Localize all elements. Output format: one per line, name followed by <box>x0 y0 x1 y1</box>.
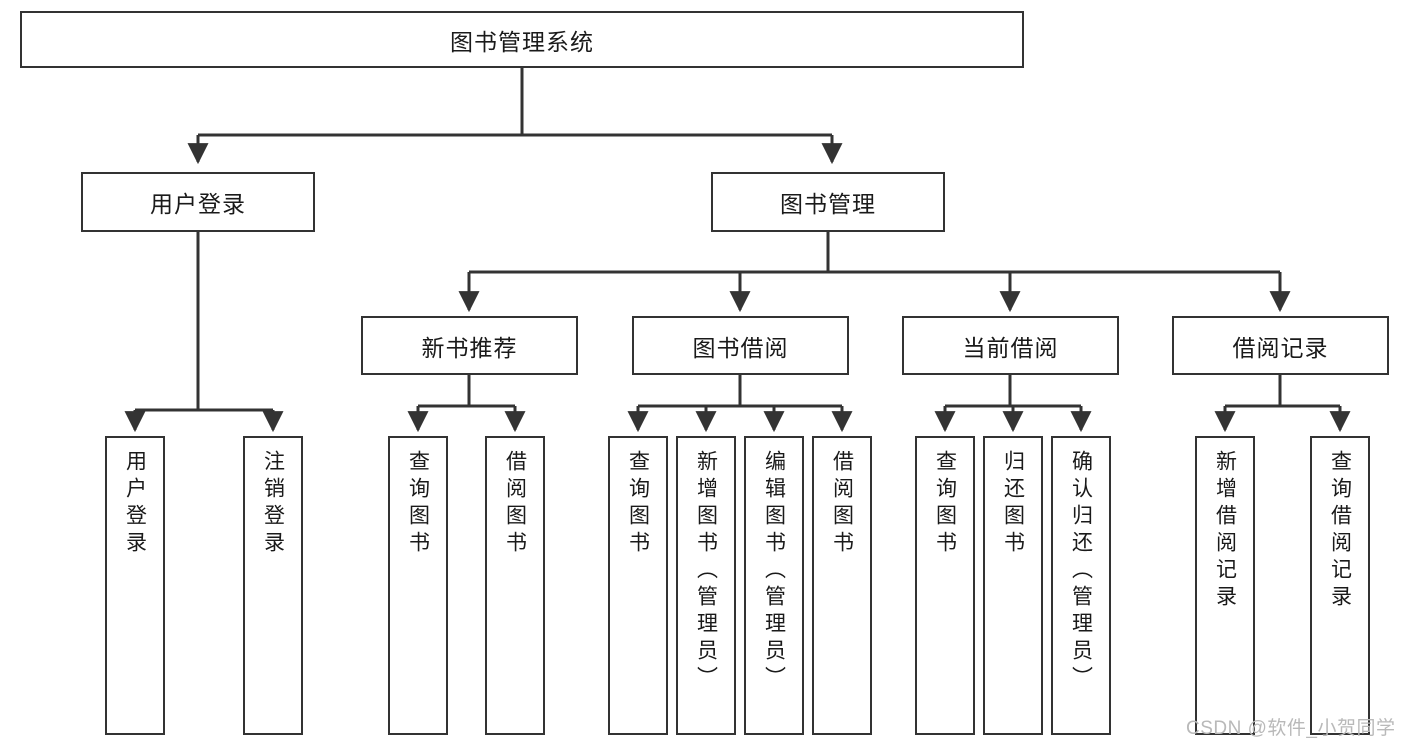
leaf-query-book-current[interactable]: 查询图书 <box>915 436 975 735</box>
leaf-query-borrow-record[interactable]: 查询借阅记录 <box>1310 436 1370 735</box>
leaf-borrow-book-label: 借阅图书 <box>830 450 854 558</box>
leaf-borrow-book-recommend-label: 借阅图书 <box>503 450 527 558</box>
node-root[interactable]: 图书管理系统 <box>20 11 1024 68</box>
leaf-user-login-label: 用户登录 <box>123 450 147 558</box>
leaf-add-book-admin-label: 新增图书（管理员） <box>694 450 718 693</box>
leaf-edit-book-admin-label: 编辑图书（管理员） <box>762 450 786 693</box>
leaf-query-borrow-record-label: 查询借阅记录 <box>1328 450 1352 612</box>
leaf-query-book-borrow-label: 查询图书 <box>626 450 650 558</box>
leaf-return-book[interactable]: 归还图书 <box>983 436 1043 735</box>
node-new-book-recommend[interactable]: 新书推荐 <box>361 316 578 375</box>
leaf-user-logout[interactable]: 注销登录 <box>243 436 303 735</box>
leaf-edit-book-admin[interactable]: 编辑图书（管理员） <box>744 436 804 735</box>
node-book-management-label: 图书管理 <box>780 191 876 217</box>
leaf-confirm-return-admin[interactable]: 确认归还（管理员） <box>1051 436 1111 735</box>
node-current-borrow[interactable]: 当前借阅 <box>902 316 1119 375</box>
leaf-user-login[interactable]: 用户登录 <box>105 436 165 735</box>
node-borrow-record[interactable]: 借阅记录 <box>1172 316 1389 375</box>
node-current-borrow-label: 当前借阅 <box>962 334 1059 361</box>
leaf-query-book-recommend[interactable]: 查询图书 <box>388 436 448 735</box>
leaf-add-borrow-record[interactable]: 新增借阅记录 <box>1195 436 1255 735</box>
leaf-query-book-current-label: 查询图书 <box>933 450 957 558</box>
node-borrow-record-label: 借阅记录 <box>1232 334 1329 361</box>
node-root-label: 图书管理系统 <box>450 28 594 55</box>
leaf-add-book-admin[interactable]: 新增图书（管理员） <box>676 436 736 735</box>
leaf-query-book-recommend-label: 查询图书 <box>406 450 430 558</box>
node-book-management[interactable]: 图书管理 <box>711 172 945 232</box>
node-book-borrow-label: 图书借阅 <box>692 334 789 361</box>
leaf-borrow-book-recommend[interactable]: 借阅图书 <box>485 436 545 735</box>
leaf-return-book-label: 归还图书 <box>1001 450 1025 558</box>
node-user-login-label: 用户登录 <box>150 191 246 217</box>
node-book-borrow[interactable]: 图书借阅 <box>632 316 849 375</box>
node-new-book-recommend-label: 新书推荐 <box>421 334 518 361</box>
node-user-login[interactable]: 用户登录 <box>81 172 315 232</box>
leaf-query-book-borrow[interactable]: 查询图书 <box>608 436 668 735</box>
leaf-user-logout-label: 注销登录 <box>261 450 285 558</box>
leaf-confirm-return-admin-label: 确认归还（管理员） <box>1069 450 1093 693</box>
leaf-add-borrow-record-label: 新增借阅记录 <box>1213 450 1237 612</box>
leaf-borrow-book[interactable]: 借阅图书 <box>812 436 872 735</box>
csdn-watermark: CSDN @软件_小贺同学 <box>1186 718 1396 739</box>
